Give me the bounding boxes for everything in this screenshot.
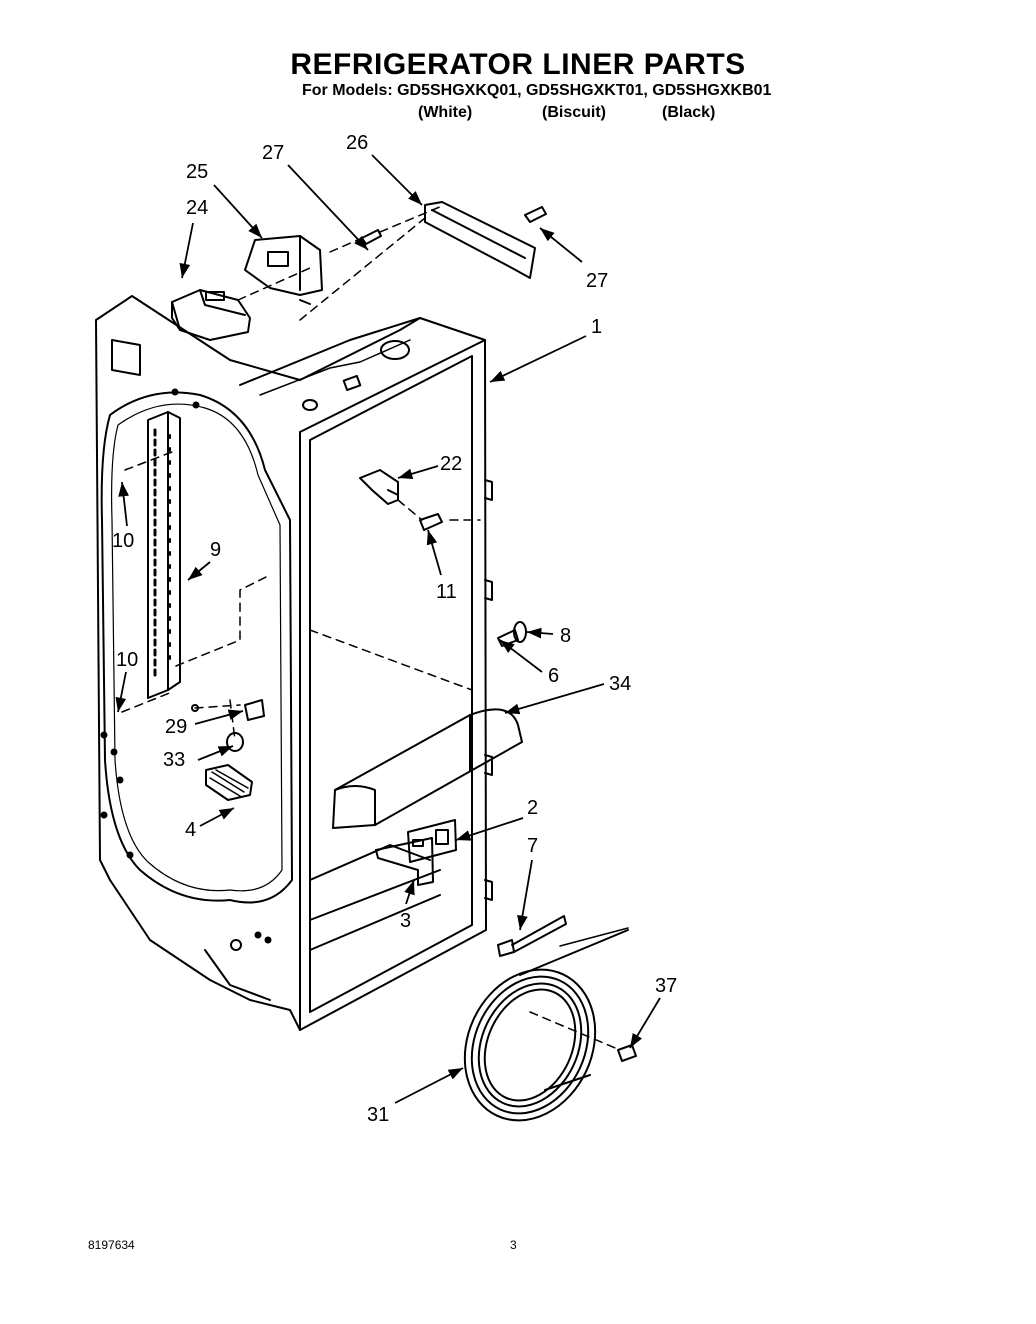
page-number: 3 xyxy=(510,1238,517,1252)
callout-22: 22 xyxy=(440,453,462,475)
callout-7: 7 xyxy=(527,835,538,857)
callout-8: 8 xyxy=(560,625,571,647)
callout-29: 29 xyxy=(165,716,187,738)
callout-34: 34 xyxy=(609,673,631,695)
screw-part-27-right xyxy=(524,206,547,223)
callout-27-right: 27 xyxy=(586,270,608,292)
callout-26: 26 xyxy=(346,132,368,154)
bracket-part-22 xyxy=(359,469,399,505)
variant-black: (Black) xyxy=(662,104,716,121)
cable-tie-part-7 xyxy=(497,915,629,957)
callout-4: 4 xyxy=(185,819,196,841)
light-socket-part-29 xyxy=(191,699,265,721)
callout-37: 37 xyxy=(655,975,677,997)
variant-white: (White) xyxy=(418,104,473,121)
callout-33: 33 xyxy=(163,749,185,771)
callout-11: 11 xyxy=(436,581,457,603)
models-line: For Models: GD5SHGXKQ01, GD5SHGXKT01, GD… xyxy=(302,82,772,99)
callout-25: 25 xyxy=(186,161,208,183)
page-title: REFRIGERATOR LINER PARTS xyxy=(290,48,746,81)
callout-1: 1 xyxy=(591,316,602,338)
callout-10-upper: 10 xyxy=(112,530,134,552)
callout-24: 24 xyxy=(186,197,208,219)
callout-27-upper: 27 xyxy=(262,142,284,164)
plate-part-3 xyxy=(375,837,434,886)
crisper-cover-part-34 xyxy=(332,708,523,829)
light-bulb-part-33 xyxy=(226,732,244,752)
liner-cabinet xyxy=(95,295,493,1031)
tubing-coil-part-31 xyxy=(463,929,629,1122)
callout-10-lower: 10 xyxy=(116,649,138,671)
callout-9: 9 xyxy=(210,539,221,561)
doc-number: 8197634 xyxy=(88,1238,135,1252)
callout-3: 3 xyxy=(400,910,411,932)
light-shield-part-4 xyxy=(205,764,253,801)
screw-part-11 xyxy=(419,513,443,531)
shelf-ladder-part-9 xyxy=(147,411,181,699)
screw-part-27-left xyxy=(361,229,382,245)
control-housing-part-24 xyxy=(171,289,251,341)
callout-31: 31 xyxy=(367,1104,389,1126)
callout-2: 2 xyxy=(527,797,538,819)
bracket-part-25 xyxy=(244,235,323,305)
variant-biscuit: (Biscuit) xyxy=(542,104,606,121)
screw-part-37 xyxy=(617,1044,637,1062)
callout-6: 6 xyxy=(548,665,559,687)
top-rail-part-26 xyxy=(424,201,536,279)
